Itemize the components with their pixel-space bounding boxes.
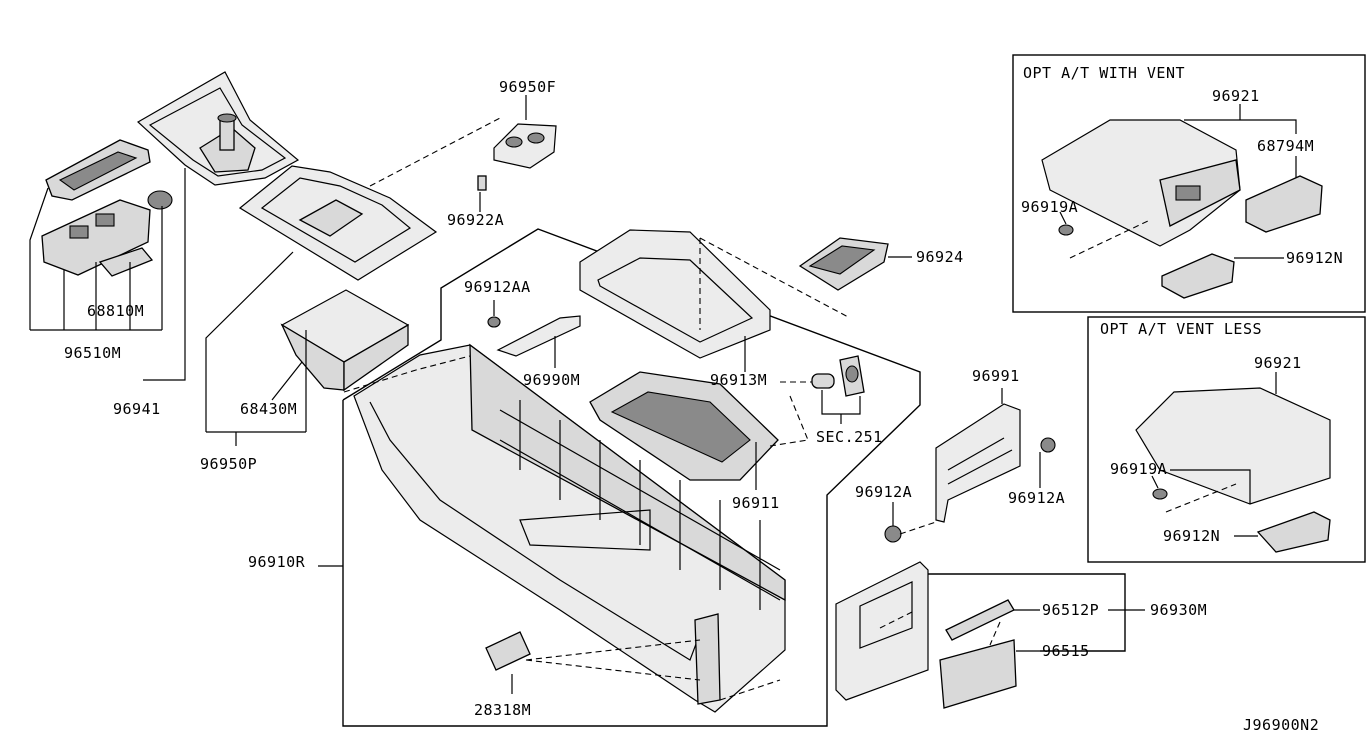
rear-panel: [835, 561, 929, 701]
console-plate-96950p: [238, 165, 438, 281]
clip-96919a-with-vent: [1058, 224, 1074, 236]
vent-68794m: [1245, 175, 1323, 233]
cover-96912n-vent-less: [1256, 511, 1331, 553]
label-96921-vent-less: 96921: [1254, 354, 1302, 372]
label-96911: 96911: [732, 494, 780, 512]
switch-96950f: [477, 123, 557, 191]
connector-28318m: [485, 631, 531, 671]
label-96922a: 96922A: [447, 211, 504, 229]
power-outlet-sec251: [811, 355, 865, 397]
label-96924: 96924: [916, 248, 964, 266]
label-96912aa: 96912AA: [464, 278, 531, 296]
storage-box-68430m: [280, 289, 410, 392]
label-96512p: 96512P: [1042, 601, 1099, 619]
switch-96512p: [945, 599, 1015, 641]
label-96913m: 96913M: [710, 371, 767, 389]
vent-less-inset-frame: [1087, 316, 1366, 563]
bolt-96912a-right: [1040, 437, 1056, 453]
with-vent-inset-frame: [1012, 54, 1366, 313]
bracket-96990m: [496, 315, 581, 357]
label-68810m: 68810M: [87, 302, 144, 320]
label-96912a-left: 96912A: [855, 483, 912, 501]
label-96510m: 96510M: [64, 344, 121, 362]
console-body-96910r: [353, 343, 786, 713]
label-28318m: 28318M: [474, 701, 531, 719]
label-96919a-with-vent: 96919A: [1021, 198, 1078, 216]
label-sec251: SEC.251: [816, 428, 883, 446]
clip-96912aa: [487, 316, 501, 328]
cover-96912n-with-vent: [1161, 253, 1235, 299]
bracket-96991: [935, 403, 1021, 523]
tray-96911: [589, 371, 779, 481]
inset-title-vent-less: OPT A/T VENT LESS: [1100, 320, 1262, 338]
bracket-96930m: [920, 573, 1126, 652]
main-assembly-frame: [342, 228, 921, 727]
lid-96515: [939, 639, 1017, 709]
label-96912a-right: 96912A: [1008, 489, 1065, 507]
label-96921-with-vent: 96921: [1212, 87, 1260, 105]
switch-panel-96510m: [41, 139, 173, 277]
clip-96919a-vent-less: [1152, 488, 1168, 500]
label-96941: 96941: [113, 400, 161, 418]
label-96950p: 96950P: [200, 455, 257, 473]
inset-title-with-vent: OPT A/T WITH VENT: [1023, 64, 1185, 82]
label-96919a-vent-less: 96919A: [1110, 460, 1167, 478]
label-96910r: 96910R: [248, 553, 306, 571]
pad-96924: [798, 237, 889, 291]
diagram-id: J96900N2: [1243, 716, 1319, 734]
label-68794m: 68794M: [1257, 137, 1314, 155]
label-96991: 96991: [972, 367, 1020, 385]
leader-lines: [29, 95, 1297, 701]
label-96990m: 96990M: [523, 371, 580, 389]
bolt-96912a-left: [884, 525, 902, 543]
armrest-with-vent: [1041, 119, 1241, 247]
label-96912n-with-vent: 96912N: [1286, 249, 1343, 267]
armrest-vent-less: [1135, 387, 1331, 505]
label-68430m: 68430M: [240, 400, 297, 418]
label-96515: 96515: [1042, 642, 1090, 660]
shift-finisher-96941: [136, 71, 300, 186]
finisher-96913m: [579, 229, 771, 359]
label-96912n-vent-less: 96912N: [1163, 527, 1220, 545]
label-96930m: 96930M: [1150, 601, 1207, 619]
label-96950f: 96950F: [499, 78, 556, 96]
